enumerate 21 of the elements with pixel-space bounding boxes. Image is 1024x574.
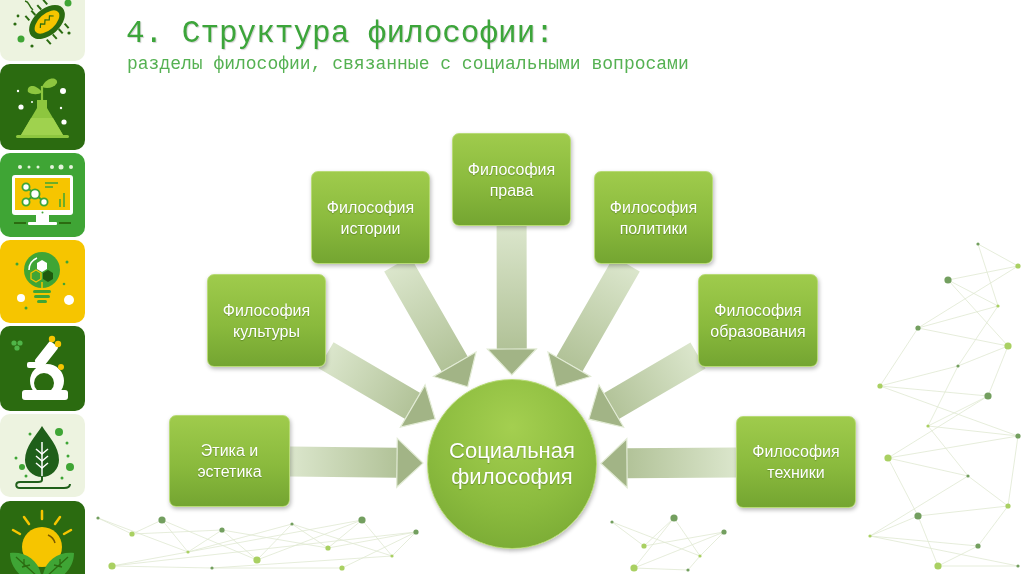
node-label: Философия права [466,159,557,201]
node-label: Этика и эстетика [196,441,263,482]
arrow [486,226,537,376]
node-label: Социальная философия [448,438,576,490]
slide-title: 4. Структура философии: [126,16,554,52]
arrow [600,438,737,489]
circle-node [427,379,597,549]
node-label: Философия техники [751,442,841,483]
process-box [207,274,326,367]
node-label: Философия истории [325,197,416,239]
process-box [698,274,818,367]
slide-subtitle: разделы философии, связанные с социальными вопросами [127,53,689,75]
process-box [311,171,430,264]
node-label: Философия политики [608,197,699,239]
node-label: Философия культуры [221,300,312,342]
arrow [289,437,424,488]
process-box [736,416,856,508]
process-box [169,415,290,507]
process-box [594,171,713,264]
process-box [452,133,571,226]
node-label: Философия образования [709,300,807,342]
